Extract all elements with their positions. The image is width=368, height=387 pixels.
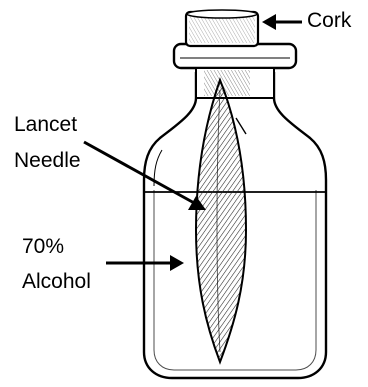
cork-arrow	[262, 14, 302, 30]
lancet-label-line2: Needle	[14, 148, 81, 174]
neck-shading	[204, 70, 250, 96]
cork-texture	[189, 15, 255, 43]
cork-label: Cork	[307, 8, 351, 34]
lancet-needle-flare	[236, 118, 246, 134]
cork-top	[187, 10, 257, 18]
alcohol-label-line1: 70%	[22, 234, 64, 260]
lancet-label-line1: Lancet	[14, 112, 77, 138]
bottle-lip	[174, 44, 296, 68]
alcohol-label-line2: Alcohol	[22, 269, 91, 295]
